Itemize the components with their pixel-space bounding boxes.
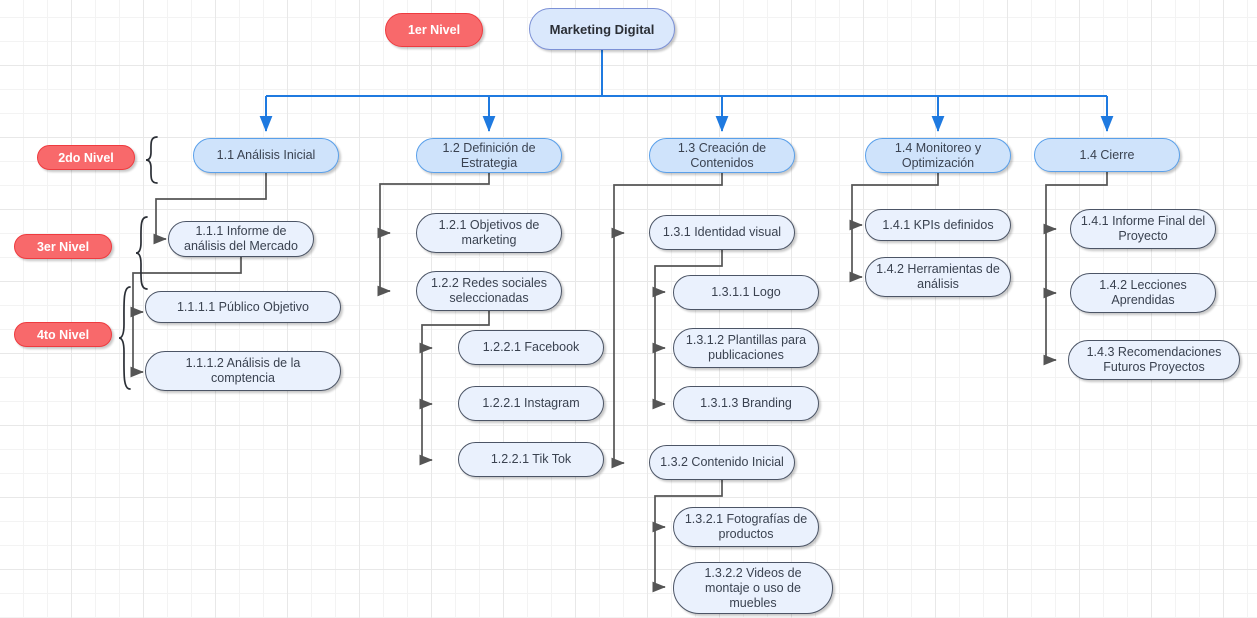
node-label: 1.2.2 Redes sociales seleccionadas [430,276,548,305]
node-1-2-2-1-instagram[interactable]: 1.2.2.1 Instagram [458,386,604,421]
node-1-4-3-recomendaciones[interactable]: 1.4.3 Recomendaciones Futuros Proyectos [1068,340,1240,380]
node-label: 1.4.1 KPIs definidos [882,217,994,232]
node-label: 1.1.1.1 Público Objetivo [176,299,310,314]
node-1-2-2[interactable]: 1.2.2 Redes sociales seleccionadas [416,271,562,311]
node-label: 1.3.1.1 Logo [711,285,781,299]
node-label: 1.1 Análisis Inicial [216,148,316,162]
node-label: 1.2.2.1 Instagram [482,396,580,410]
node-label: 1.3.1 Identidad visual [662,225,782,239]
node-1-2[interactable]: 1.2 Definición de Estrategia [416,138,562,173]
node-1-4-cierre[interactable]: 1.4 Cierre [1034,138,1180,172]
node-label: 1.3.1.3 Branding [700,396,792,410]
level-braces [118,136,158,390]
node-1-2-2-1-tiktok[interactable]: 1.2.2.1 Tik Tok [458,442,604,477]
node-root[interactable]: Marketing Digital [529,8,675,50]
level-pill-4to-nivel[interactable]: 4to Nivel [14,322,112,347]
node-label: Marketing Digital [549,21,655,37]
node-label: 1.4 Monitoreo y Optimización [894,140,982,170]
node-label: 1.4.2 Herramientas de análisis [876,262,1000,291]
node-1-4-2-herramientas[interactable]: 1.4.2 Herramientas de análisis [865,257,1011,297]
node-label: 1.4 Cierre [1079,147,1135,162]
node-1-1-1-1[interactable]: 1.1.1.1 Público Objetivo [145,291,341,323]
node-label: 1.3.1.2 Plantillas para publicaciones [685,333,807,362]
root-connectors [259,49,1114,132]
node-1-3-1-2-plantillas[interactable]: 1.3.1.2 Plantillas para publicaciones [673,328,819,368]
level-pill-3er-nivel[interactable]: 3er Nivel [14,234,112,259]
node-label: 1.4.3 Recomendaciones Futuros Proyectos [1086,345,1222,374]
node-1-3-1-1-logo[interactable]: 1.3.1.1 Logo [673,275,819,310]
node-label: 1.1.1.2 Análisis de la comptencia [185,356,301,385]
node-label: 1.2 Definición de Estrategia [442,140,536,170]
node-1-1-1[interactable]: 1.1.1 Informe de análisis del Mercado [168,221,314,257]
node-1-3-1[interactable]: 1.3.1 Identidad visual [649,215,795,250]
node-1-4-monitoreo[interactable]: 1.4 Monitoreo y Optimización [865,138,1011,173]
node-1-3-2-1-fotografias[interactable]: 1.3.2.1 Fotografías de productos [673,507,819,547]
node-1-3-2[interactable]: 1.3.2 Contenido Inicial [649,445,795,480]
level-pill-label: 2do Nivel [58,150,114,165]
node-label: 1.3.2 Contenido Inicial [660,455,784,469]
node-1-4-1-kpis[interactable]: 1.4.1 KPIs definidos [865,209,1011,241]
level-pill-1er-nivel[interactable]: 1er Nivel [385,13,483,47]
node-1-4-2-lecciones[interactable]: 1.4.2 Lecciones Aprendidas [1070,273,1216,313]
node-1-3-1-3-branding[interactable]: 1.3.1.3 Branding [673,386,819,421]
node-1-3-2-2-videos[interactable]: 1.3.2.2 Videos de montaje o uso de muebl… [673,562,833,614]
node-1-1-1-2[interactable]: 1.1.1.2 Análisis de la comptencia [145,351,341,391]
node-label: 1.2.2.1 Tik Tok [490,452,572,466]
node-label: 1.2.1 Objetivos de marketing [438,218,540,247]
node-label: 1.3 Creación de Contenidos [677,140,767,170]
node-1-2-1[interactable]: 1.2.1 Objetivos de marketing [416,213,562,253]
node-1-3[interactable]: 1.3 Creación de Contenidos [649,138,795,173]
node-1-2-2-1-facebook[interactable]: 1.2.2.1 Facebook [458,330,604,365]
node-label: 1.3.2.2 Videos de montaje o uso de muebl… [704,565,802,610]
level-pill-label: 1er Nivel [407,23,461,37]
level-pill-2do-nivel[interactable]: 2do Nivel [37,145,135,170]
level-pill-label: 3er Nivel [36,239,90,254]
node-1-1[interactable]: 1.1 Análisis Inicial [193,138,339,173]
node-label: 1.4.1 Informe Final del Proyecto [1080,214,1206,243]
node-1-4-1-informe-final[interactable]: 1.4.1 Informe Final del Proyecto [1070,209,1216,249]
node-label: 1.1.1 Informe de análisis del Mercado [184,224,298,253]
level-pill-label: 4to Nivel [36,327,90,342]
node-label: 1.4.2 Lecciones Aprendidas [1099,278,1187,307]
node-label: 1.2.2.1 Facebook [482,340,580,354]
node-label: 1.3.2.1 Fotografías de productos [684,512,808,541]
